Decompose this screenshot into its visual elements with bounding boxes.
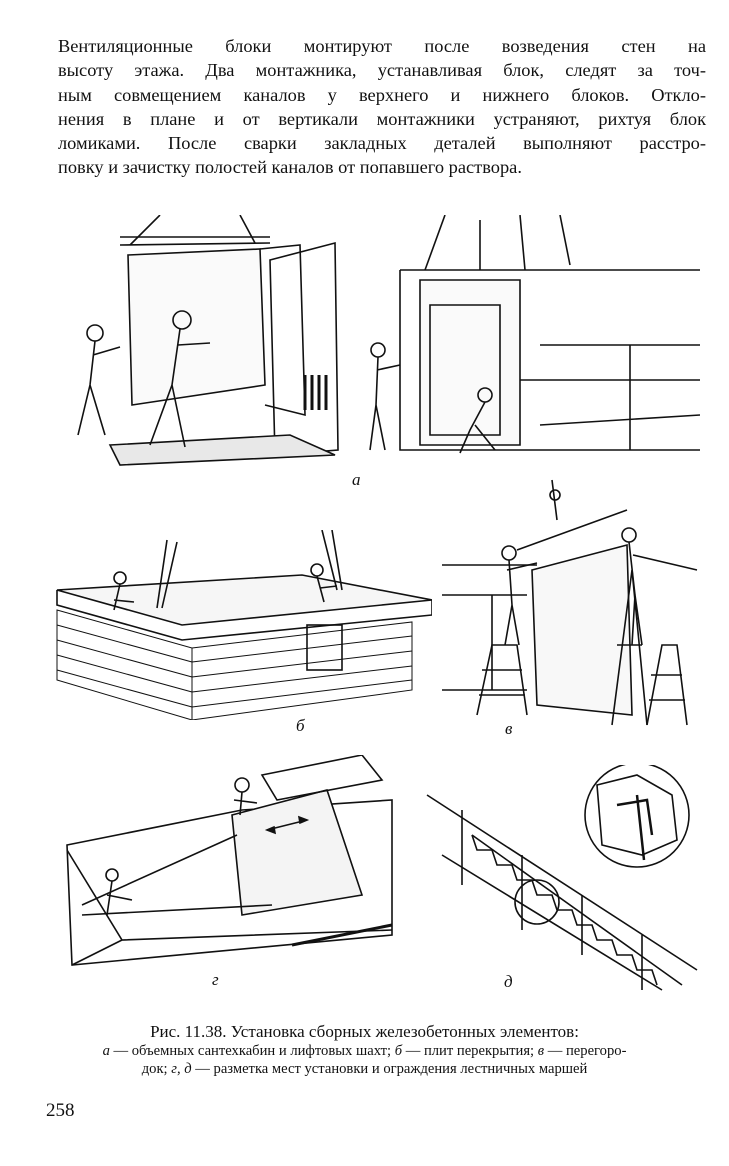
figure-v-label: в (505, 719, 513, 738)
figure-b-label: б (296, 716, 305, 735)
caption-text: , (176, 1061, 185, 1077)
figure-caption: Рис. 11.38. Установка сборных железобето… (0, 1022, 729, 1078)
paragraph-line: Вентиляционные блоки монтируют после воз… (58, 36, 706, 56)
figure-a-illustration: а (60, 215, 700, 489)
caption-title: Рис. 11.38. Установка сборных железобето… (150, 1022, 579, 1041)
caption-text: — разметка мест установки и ограждения л… (191, 1061, 588, 1077)
caption-text: — перегоро- (544, 1043, 627, 1059)
paragraph-line: ломиками. После сварки закладных деталей… (58, 133, 706, 154)
paragraph-line: ным совмещением каналов у верхнего и ниж… (58, 84, 706, 105)
caption-letter-v: в (537, 1043, 545, 1059)
figure-v-illustration: в (437, 475, 702, 740)
caption-text: док; (141, 1061, 172, 1077)
figure-d-illustration: д (422, 765, 712, 995)
caption-letter-d: д (184, 1061, 192, 1077)
caption-letter-b: б (394, 1043, 403, 1059)
figure-g-label: г (212, 970, 219, 989)
figure-d-label: д (504, 972, 513, 991)
caption-line-2: док; г, д — разметка мест установки и ог… (0, 1060, 729, 1078)
caption-line-1: а — объемных сантехкабин и лифтовых шахт… (0, 1042, 729, 1060)
paragraph-line: повку и зачистку полостей каналов от поп… (58, 157, 522, 178)
caption-letter-g: г (171, 1061, 177, 1077)
figure-g-illustration: г (62, 755, 402, 995)
caption-text: — плит перекрытия; (402, 1043, 538, 1059)
figure-a-label: а (352, 470, 361, 489)
caption-text: — объемных сантехкабин и лифтовых шахт; (109, 1043, 395, 1059)
paragraph-line: высоту этажа. Два монтажника, устанавлив… (58, 60, 706, 81)
body-paragraph: Вентиляционные блоки монтируют после воз… (58, 34, 706, 180)
caption-letter-a: а (102, 1043, 110, 1059)
paragraph-line: нения в плане и от вертикали монтажники … (58, 108, 706, 129)
figure-b-illustration: б (52, 530, 432, 735)
page-number: 258 (46, 1100, 75, 1121)
